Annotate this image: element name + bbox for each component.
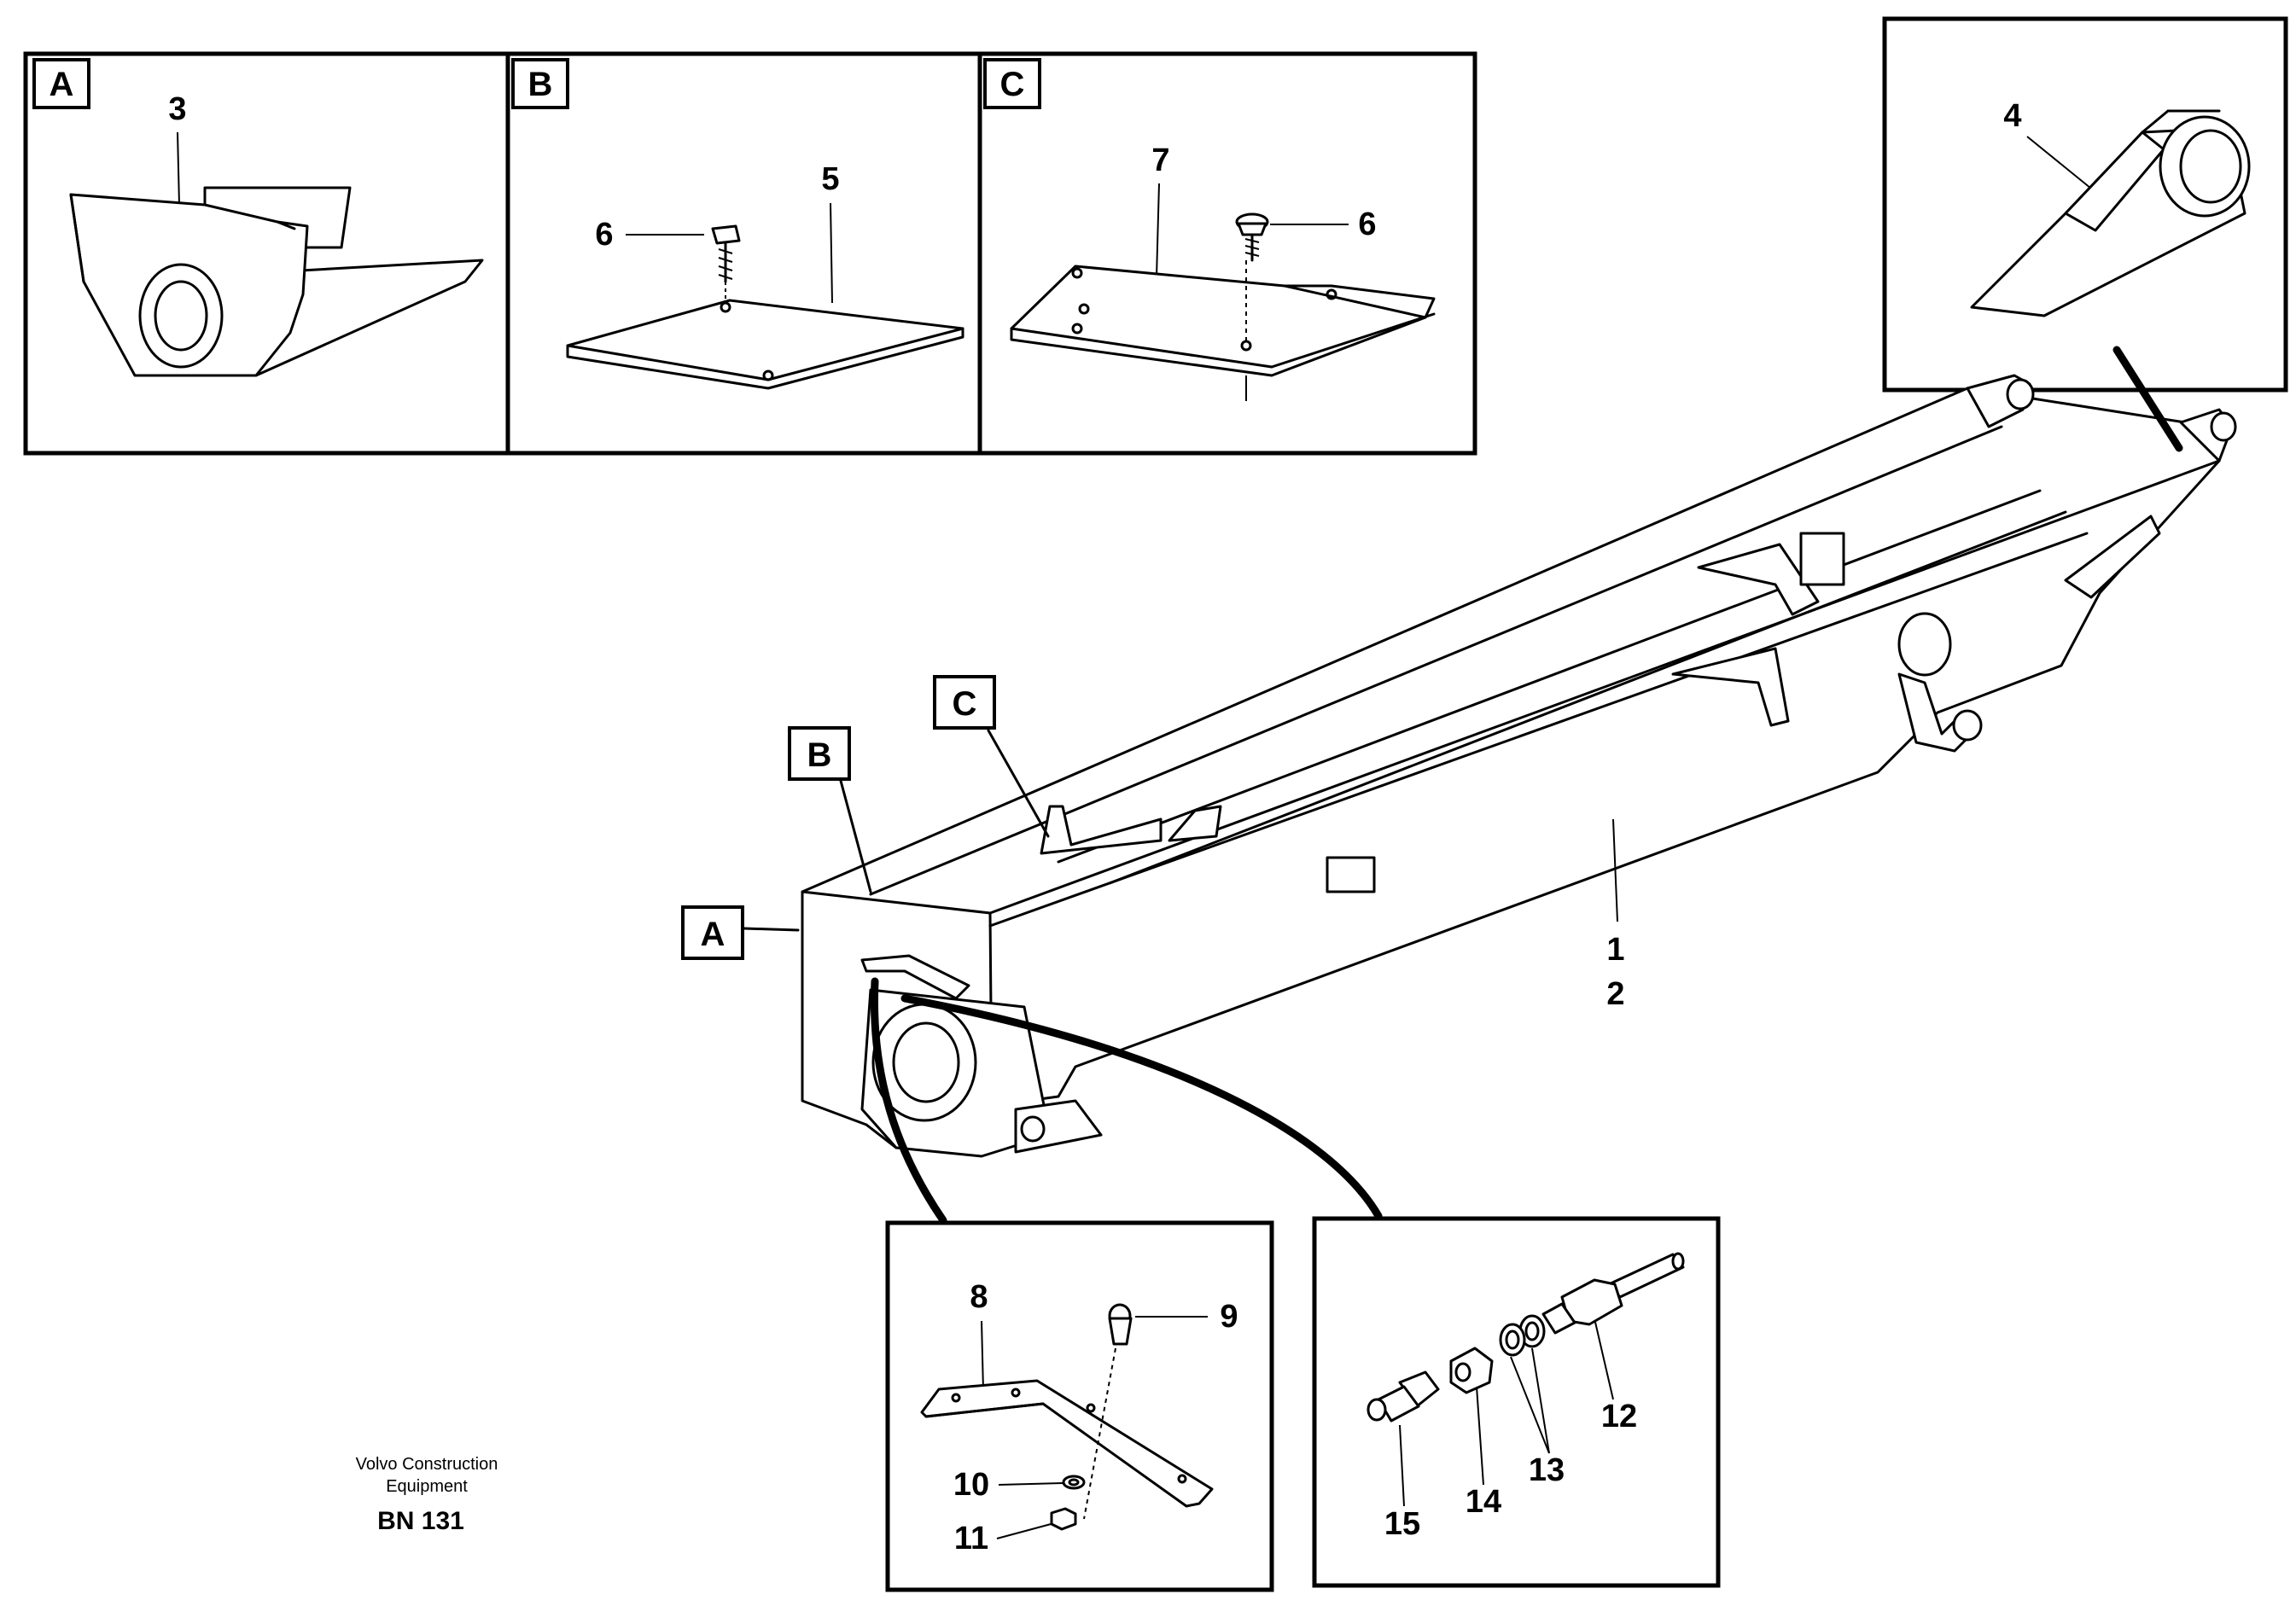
callout-tag-c [933,675,996,730]
frame-part-callout: 1 2 [1606,818,1625,1012]
part-number-10: 10 [953,1467,989,1503]
nut-11-drawing [1050,1507,1077,1531]
bolt-6-b-drawing [711,224,741,303]
caption-company: Volvo Construction [356,1455,498,1474]
callout-line-c [987,729,1050,838]
detail-tag-b-label: B [528,66,553,103]
part-number-4: 4 [2003,98,2021,134]
part-number-14: 14 [1466,1484,1501,1520]
part-number-6-b: 6 [595,217,613,253]
detail-view-a: A 3 [23,51,510,456]
bracket-housing-drawing [69,186,484,377]
caption-figure-code: BN 131 [377,1507,464,1535]
leader-line-15 [1399,1424,1405,1507]
bolt-9-drawing [1083,1303,1133,1520]
main-frame-assembly [801,374,2237,1158]
detail-frame-c [977,51,1477,456]
union-12-drawing [1541,1278,1623,1335]
detail-view-fitting: 12 13 14 15 [1312,1216,1721,1588]
callout-line-b [839,779,872,893]
detail-tag-b [511,58,569,109]
part-number-11: 11 [954,1521,988,1556]
part-number-1: 1 [1606,932,1624,968]
cover-plate-drawing [566,299,964,390]
bracket-plate [1799,532,1845,586]
detail-view-lug: 4 [1882,16,2288,393]
detail-view-bracket: 8 9 10 11 [885,1220,1274,1592]
leader-line-3 [177,131,180,206]
callout-tag-b [788,726,851,781]
callout-a: A [681,905,800,960]
leader-line-1-2 [1612,818,1618,922]
part-number-9: 9 [1220,1299,1238,1335]
part-number-12: 12 [1601,1399,1637,1434]
nipple-15-drawing [1367,1370,1440,1423]
callout-tag-c-label: C [953,685,977,723]
detail-frame-b [505,51,982,456]
detail-tag-c-label: C [1000,66,1025,103]
callout-tag-a-label: A [701,916,726,953]
leader-line-8 [981,1320,984,1392]
callout-c: C [933,675,1050,838]
seal-rings-13-drawing [1499,1314,1546,1357]
part-number-8: 8 [970,1279,988,1315]
detail-tag-c [983,58,1041,109]
leader-line-12 [1594,1318,1614,1400]
part-number-6-c: 6 [1358,207,1376,242]
leader-line-11 [996,1522,1055,1539]
leader-line-13b [1531,1347,1550,1454]
part-number-13: 13 [1529,1452,1565,1488]
part-number-2: 2 [1606,976,1624,1012]
leader-line-4 [2026,136,2096,193]
nut-14-drawing [1449,1347,1494,1394]
detail-tag-a-label: A [50,66,74,103]
part-number-15: 15 [1384,1506,1420,1542]
leader-line-14 [1476,1386,1484,1486]
callout-tag-a [681,905,744,960]
caption-division: Equipment [386,1477,468,1496]
bolt-6-c-drawing [1235,212,1269,341]
detail-view-c: C 7 6 [977,51,1477,456]
callout-line-a [743,927,800,932]
part-number-5: 5 [821,161,839,197]
detail-tag-a [32,58,90,109]
publisher-caption: Volvo Construction Equipment BN 131 [356,1455,498,1535]
pivot-boss-right [1897,612,1952,677]
leader-line-10 [998,1482,1064,1486]
angle-bracket-drawing [920,1379,1214,1508]
part-number-3: 3 [168,91,186,127]
leader-line-7 [1156,183,1160,278]
part-number-7: 7 [1151,143,1169,178]
leader-line-13a [1510,1356,1550,1454]
detail-view-b: B 6 5 [505,51,982,456]
callout-tag-b-label: B [807,736,832,774]
access-slot [1326,856,1376,893]
lifting-lug-drawing [1970,109,2251,317]
washer-10-drawing [1062,1475,1086,1490]
leader-to-fitting-view [900,994,1383,1220]
callout-b: B [788,726,872,893]
leader-to-bracket-view [870,977,947,1225]
leader-line-5 [830,202,833,304]
leader-to-lug-view [2112,346,2183,452]
